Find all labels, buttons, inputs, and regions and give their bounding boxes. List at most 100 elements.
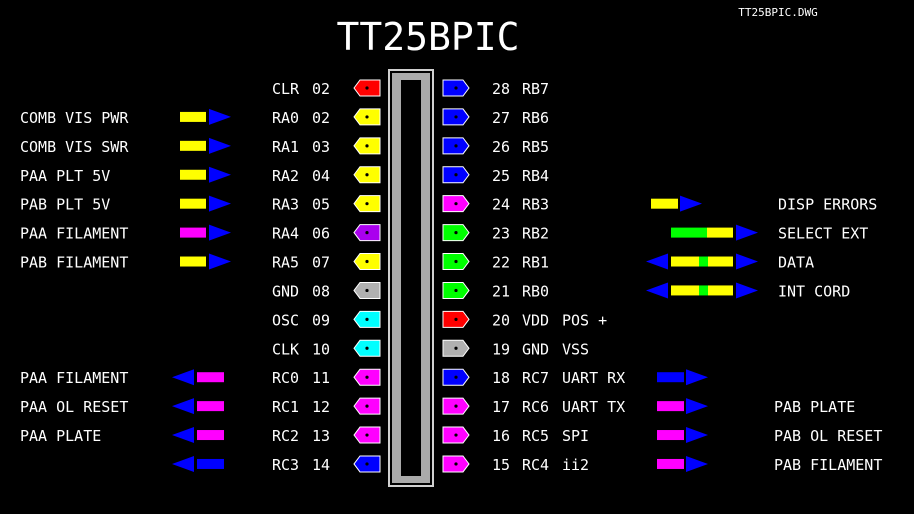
pin-label: RC4 [522,456,549,474]
left-signal: COMB VIS SWR [20,137,231,156]
pin-dot [454,86,458,90]
pin-dot [454,404,458,408]
arrow-right-icon [736,282,758,299]
pin-label: RC3 [272,456,299,474]
pin-dot [365,173,369,177]
pin-dot [365,404,369,408]
pin-label: RA0 [272,109,299,127]
signal-bar [671,227,707,238]
pin-label: RC1 [272,398,299,416]
pin-number: 10 [312,340,330,358]
pin-number: 28 [492,80,510,98]
signal-label: PAB FILAMENT [20,254,128,272]
arrow-right-icon [209,224,231,241]
right-signal: INT CORD [646,282,850,300]
diagram-title: TT25BPIC [336,15,519,59]
right-signal: DISP ERRORS [651,195,877,214]
arrow-left-icon [172,427,194,444]
right-signal: DATA [646,254,814,272]
pin-function: POS + [562,311,607,329]
left-signal: PAA FILAMENT [20,369,224,387]
left-signal: PAA PLT 5V [20,166,231,185]
pin-label: RC5 [522,427,549,445]
pin-number: 19 [492,340,510,358]
pin-number: 04 [312,167,330,185]
left-pin-clk: CLK 10 [272,339,381,358]
arrow-right-icon [209,253,231,270]
left-signal: PAB PLT 5V [20,195,231,214]
pin-dot [454,433,458,437]
pin-label: RB2 [522,225,549,243]
pin-dot [365,346,369,350]
left-signal: PAA PLATE [20,427,224,445]
left-signal: PAA FILAMENT [20,224,231,243]
arrow-right-icon [686,455,708,472]
pin-label: CLK [272,340,299,358]
right-pin-rb6: 27 RB6 [442,108,549,127]
left-signal: COMB VIS PWR [20,108,231,127]
pin-dot [365,259,369,264]
pin-label: OSC [272,311,299,329]
pin-label: RC7 [522,369,549,387]
left-pin-clr: CLR 02 [272,79,381,98]
signal-bar [180,140,206,151]
signal-label: PAB OL RESET [774,427,882,445]
signal-label: PAA PLT 5V [20,167,110,185]
pin-number: 15 [492,456,510,474]
pin-label: RA1 [272,138,299,156]
signal-label: PAB PLATE [774,398,855,416]
signal-bar [197,458,224,469]
pin-function: VSS [562,340,589,358]
pin-number: 06 [312,225,330,243]
pin-dot [365,144,369,148]
pin-dot [365,86,369,90]
pin-dot [454,317,458,321]
pin-number: 08 [312,282,330,300]
pin-function: UART TX [562,398,625,416]
pin-dot [365,231,369,235]
signal-label: COMB VIS PWR [20,109,129,127]
signal-label: PAA FILAMENT [20,225,128,243]
right-signal: PAB OL RESET [657,427,882,445]
chip-body [388,69,434,487]
pin-label: RB6 [522,109,549,127]
pin-dot [454,231,458,235]
pin-label: RB1 [522,254,549,272]
pin-label: RB5 [522,138,549,156]
left-pin-ra2: RA2 04 [272,166,381,185]
pin-dot [365,288,369,293]
pin-number: 02 [312,80,330,98]
pin-number: 27 [492,109,510,127]
pin-label: RA2 [272,167,299,185]
arrow-right-icon [209,108,231,125]
pin-label: RA3 [272,196,299,214]
arrow-left-icon [646,282,668,299]
pin-dot [365,115,369,119]
pin-dot [454,202,458,206]
left-signal-column: COMB VIS PWR COMB VIS SWR PAA PLT 5V PAB PL… [20,108,231,472]
pin-label: RB0 [522,282,549,300]
signal-label: DISP ERRORS [778,196,877,214]
arrow-right-icon [209,137,231,154]
pin-number: 05 [312,196,330,214]
arrow-right-icon [209,195,231,212]
arrow-left-icon [172,369,194,386]
arrow-right-icon [686,398,708,415]
right-signal: PAB PLATE [657,398,855,416]
signal-bar [197,401,224,412]
pin-dot [454,173,458,177]
pin-label: CLR [272,80,300,98]
left-signal: PAB FILAMENT [20,254,231,272]
